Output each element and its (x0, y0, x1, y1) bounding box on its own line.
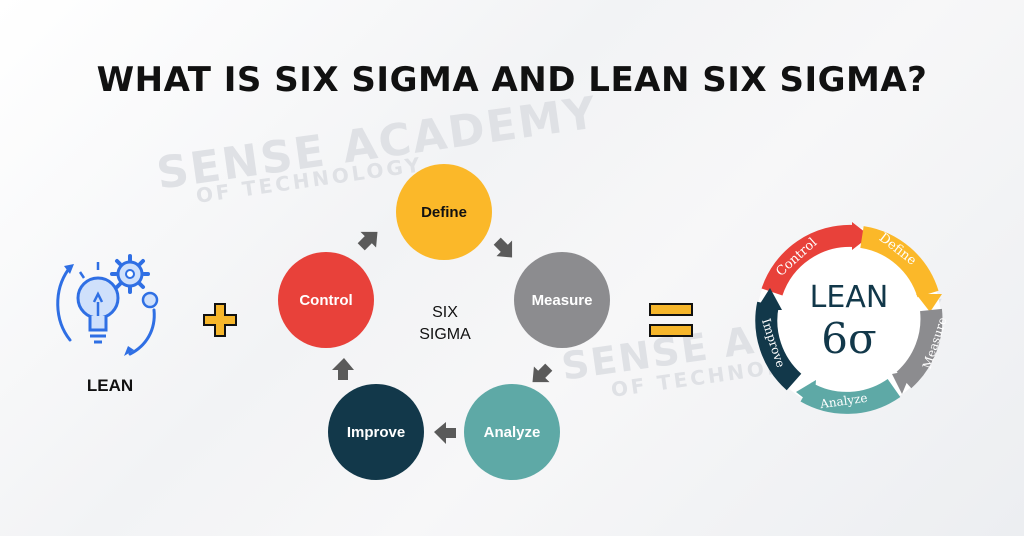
six-sigma-label: SIX SIGMA (400, 302, 490, 346)
six-sigma-line2: SIGMA (419, 326, 471, 343)
arrow-analyze-improve (434, 422, 456, 444)
six-sigma-line1: SIX (432, 304, 458, 321)
page-title: WHAT IS SIX SIGMA AND LEAN SIX SIGMA? (96, 60, 928, 100)
lean-label: LEAN (86, 376, 134, 395)
equals-icon (649, 303, 693, 337)
arrow-measure-analyze (532, 363, 553, 383)
badge-sigma: 6σ (821, 314, 877, 363)
lean-six-sigma-badge (755, 222, 943, 414)
step-measure: Measure (514, 252, 610, 348)
arrow-improve-control (332, 358, 354, 380)
lightbulb-gear-icon (56, 254, 159, 356)
arrow-control-define (357, 231, 378, 251)
step-analyze: Analyze (464, 384, 560, 480)
badge-title: LEAN (809, 280, 889, 315)
step-define: Define (396, 164, 492, 260)
plus-icon (203, 303, 237, 337)
step-improve: Improve (328, 384, 424, 480)
step-control: Control (278, 252, 374, 348)
arrow-define-measure (493, 237, 513, 258)
